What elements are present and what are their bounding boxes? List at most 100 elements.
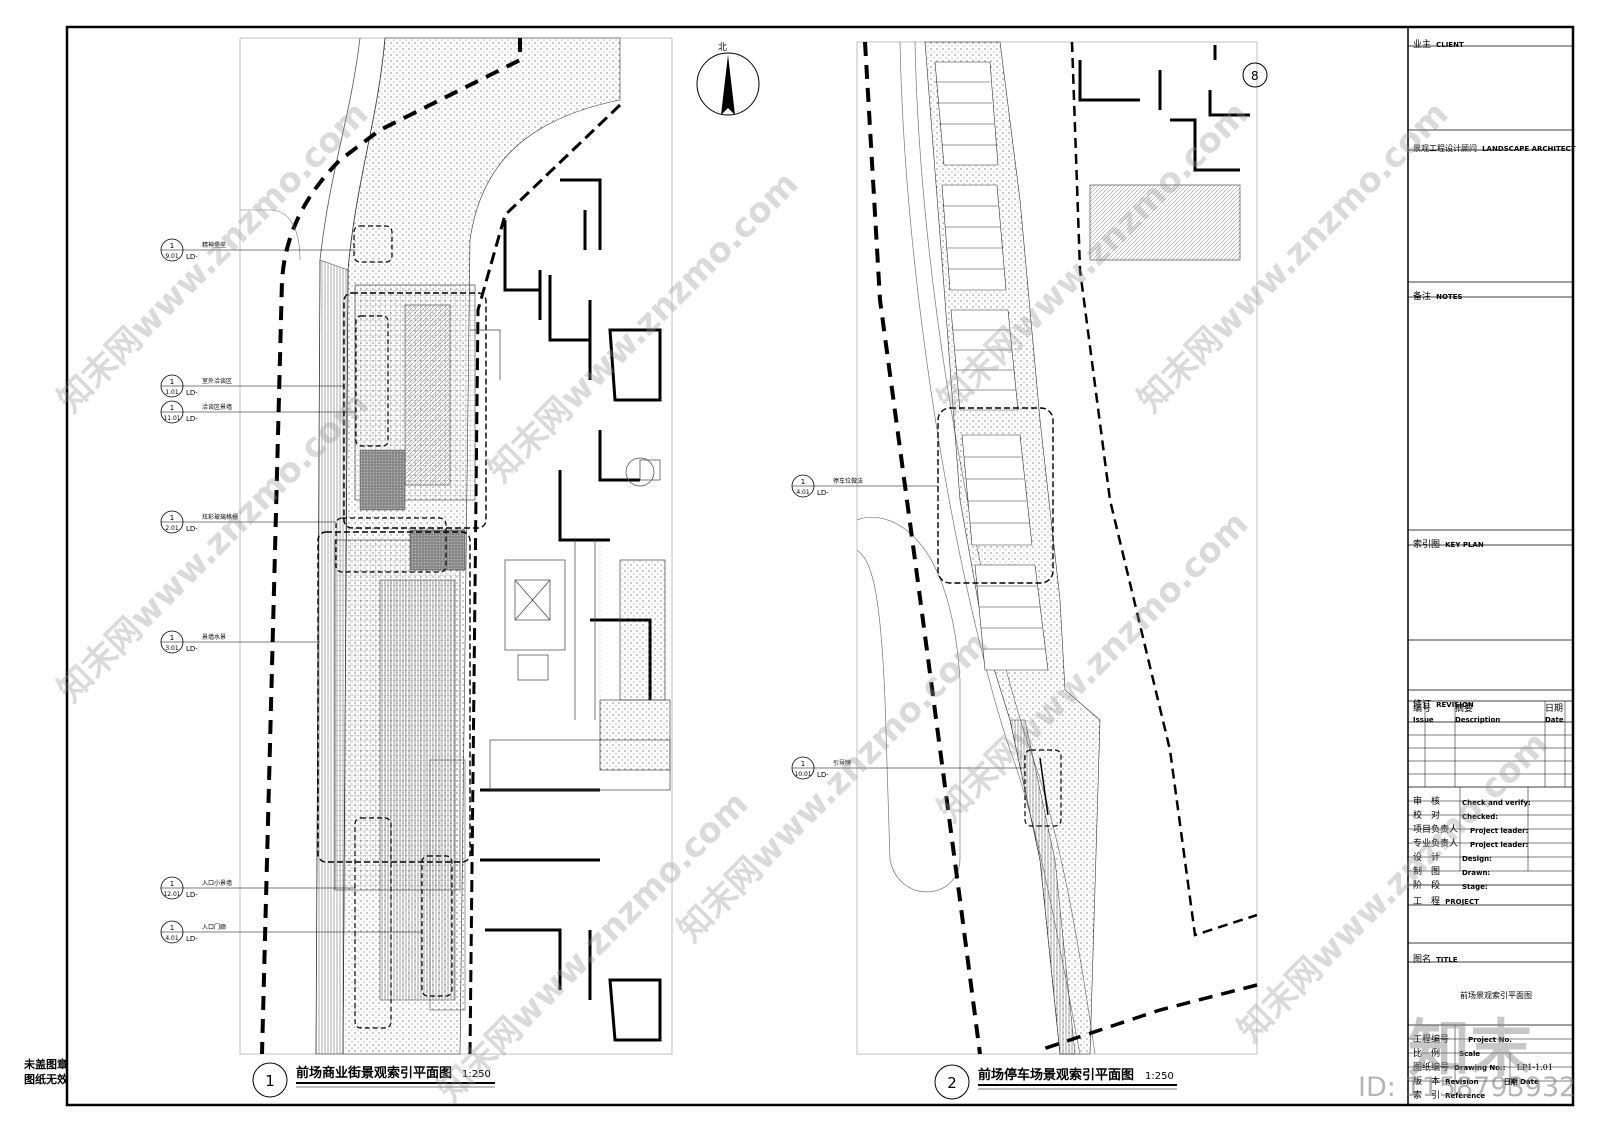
stamp-line-1: 未盖图章 bbox=[24, 1058, 68, 1071]
callout-id: 1 bbox=[170, 378, 174, 386]
left-plan-title-text: 前场商业街景观索引平面图 bbox=[296, 1065, 452, 1081]
right-plan-scale: 1:250 bbox=[1145, 1071, 1174, 1082]
parking-bays bbox=[934, 61, 1049, 671]
callout-sheet: LD- bbox=[817, 771, 829, 779]
sign-row-1-en: Checked: bbox=[1462, 813, 1499, 821]
callout-label: 景墙水景 bbox=[202, 633, 226, 641]
callout-3-01: 1 3.01 LD- 景墙水景 bbox=[160, 630, 320, 654]
callout-label: 炫彩玻璃格栅 bbox=[202, 513, 238, 521]
callout-sheet: LD- bbox=[817, 489, 829, 497]
callout-sheet: LD- bbox=[186, 645, 198, 653]
callout-label: 入口门廊 bbox=[202, 923, 226, 931]
left-plan-title: 1 前场商业街景观索引平面图 1:250 bbox=[252, 1062, 495, 1098]
index-frame-12-01 bbox=[354, 817, 392, 1029]
site-boundary-inner bbox=[468, 103, 622, 1055]
callout-sheet: LD- bbox=[186, 935, 198, 943]
right-plan-number: 2 bbox=[947, 1074, 957, 1092]
sign-row-3: 专业负责人 bbox=[1413, 839, 1459, 849]
callout-sheet: LD- bbox=[186, 415, 198, 423]
callout-sheet: LD- bbox=[186, 389, 198, 397]
callout-id: 1 bbox=[170, 880, 174, 888]
date-label: 日期 Date bbox=[1503, 1078, 1539, 1086]
project-no-row: 工程编号 Project No. bbox=[1413, 1035, 1512, 1045]
callout-ref: 1.01 bbox=[165, 389, 179, 396]
sign-row-5: 制 图 bbox=[1413, 867, 1441, 877]
callout-id: 1 bbox=[170, 634, 174, 642]
stamp-line-2: 图纸无效 bbox=[24, 1073, 68, 1086]
callout-id: 1 bbox=[170, 404, 174, 412]
sign-row-4-en: Design: bbox=[1462, 855, 1492, 863]
road-edge-outer bbox=[315, 37, 361, 1055]
site-boundary-right bbox=[863, 41, 982, 1055]
north-arrow: 北 bbox=[696, 42, 760, 116]
courtyard-feature bbox=[504, 559, 566, 651]
callout-ref: 3.01 bbox=[165, 645, 179, 652]
callout-id: 1 bbox=[170, 242, 174, 250]
callout-sheet: LD- bbox=[186, 525, 198, 533]
callout-label: 精神堡垒 bbox=[202, 241, 226, 249]
callout-sheet: LD- bbox=[186, 891, 198, 899]
notes-label: 备注 NOTES bbox=[1413, 292, 1463, 302]
sign-row-3-en: Project leader: bbox=[1470, 841, 1529, 849]
callout-id: 1 bbox=[801, 760, 805, 768]
index-frame-sign bbox=[1024, 749, 1062, 827]
left-plan-number: 1 bbox=[265, 1072, 275, 1090]
title-block-grid bbox=[1408, 45, 1573, 1095]
right-plan-title: 2 前场停车场景观索引平面图 1:250 bbox=[934, 1064, 1177, 1100]
callout-1-01: 1 1.01 LD- 室外洽谈区 bbox=[160, 374, 344, 398]
sign-row-5-en: Drawn: bbox=[1462, 869, 1491, 877]
drawing-title: 前场景观索引平面图 bbox=[1460, 991, 1532, 1000]
landscape-strip bbox=[924, 41, 1101, 1055]
callout-ref: 4.01 bbox=[165, 935, 179, 942]
architect-label: 景观工程设计顾问 LANDSCAPE ARCHITECT bbox=[1413, 144, 1576, 153]
sign-row-6-en: Stage: bbox=[1462, 883, 1488, 891]
sign-row-0-en: Check and verify: bbox=[1462, 799, 1531, 807]
index-frame-4-01 bbox=[421, 855, 453, 997]
callout-sheet: LD- bbox=[186, 253, 198, 261]
revision-row: 版 本 Revision 日期 Date bbox=[1413, 1077, 1539, 1087]
index-frame-9-01 bbox=[353, 225, 393, 263]
callout-ref: 10.01 bbox=[794, 771, 811, 778]
sign-row-6: 阶 段 bbox=[1413, 881, 1441, 891]
right-plan-title-text: 前场停车场景观索引平面图 bbox=[978, 1067, 1134, 1083]
site-boundary-left bbox=[260, 38, 522, 1055]
title-label: 图名 TITLE bbox=[1413, 955, 1458, 965]
callout-label: 停车位做法 bbox=[833, 477, 863, 485]
paved-edge bbox=[1009, 719, 1076, 1055]
callout-label: 引导牌 bbox=[833, 759, 851, 767]
callout-10-01: 1 10.01 LD- 引导牌 bbox=[791, 756, 1025, 780]
scale-row: 比 例 Scale bbox=[1413, 1049, 1481, 1059]
callout-ref: 4.01 bbox=[796, 489, 810, 496]
turning-loop bbox=[856, 516, 961, 893]
site-boundary-east bbox=[1070, 41, 1258, 937]
sign-row-0: 审 核 bbox=[1413, 797, 1441, 807]
round-feature bbox=[625, 457, 655, 487]
key-plan-label: 索引图 KEY PLAN bbox=[1413, 540, 1484, 550]
callout-ref: 2.01 bbox=[165, 525, 179, 532]
watermark-id: ID: 1158793932 bbox=[1358, 1072, 1577, 1103]
callout-label: 室外洽谈区 bbox=[202, 377, 232, 385]
callout-id: 1 bbox=[170, 924, 174, 932]
index-frame-parking bbox=[937, 407, 1054, 584]
building-walls-right bbox=[1078, 45, 1250, 172]
reference-row: 索 引 Reference bbox=[1413, 1091, 1486, 1101]
building-tag-circle bbox=[1242, 62, 1268, 88]
drawing-no-value: LP1-1.01 bbox=[1516, 1063, 1553, 1072]
index-frame-11-01 bbox=[355, 315, 389, 447]
project-label: 工 程 PROJECT bbox=[1413, 897, 1479, 907]
callout-label: 入口小景墙 bbox=[202, 879, 232, 887]
left-plan-scale: 1:250 bbox=[462, 1069, 491, 1080]
callout-4-01: 1 4.01 LD- 停车位做法 bbox=[791, 474, 938, 498]
index-frame-2-01 bbox=[335, 517, 447, 573]
callout-id: 1 bbox=[801, 478, 805, 486]
index-frame-1-01 bbox=[343, 292, 487, 529]
callout-label: 洽谈区景墙 bbox=[202, 403, 232, 411]
index-frame-3-01 bbox=[317, 531, 471, 863]
